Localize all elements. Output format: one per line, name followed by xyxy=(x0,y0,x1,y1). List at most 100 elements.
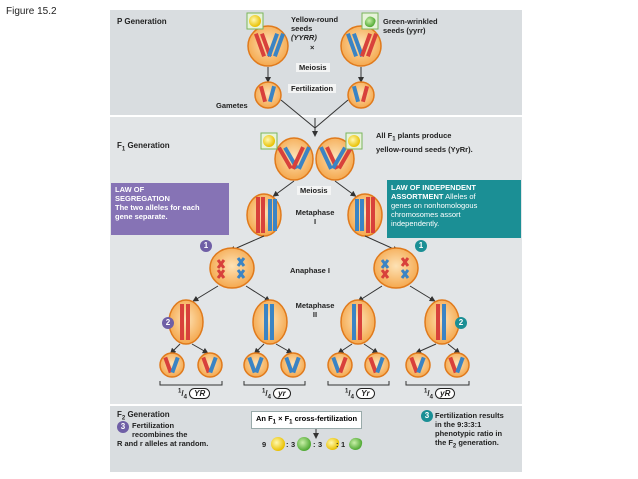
metaphase-ii-cell-2 xyxy=(252,299,288,345)
gamete-cell-yr-dominant xyxy=(254,81,282,109)
parent2-label: Green-wrinkled seeds (yyrr) xyxy=(383,17,438,35)
step-1-badge-right: 1 xyxy=(415,240,427,252)
step-1-badge-left: 1 xyxy=(200,240,212,252)
f2-left-note: Fertilization recombines the R and r all… xyxy=(117,421,208,448)
frac-num: 1 xyxy=(178,388,182,395)
metaphase-ii-cell-1 xyxy=(168,299,204,345)
cross-sub2: 1 xyxy=(289,419,293,426)
gamete-pair-4 xyxy=(405,352,470,378)
f2-title-rest: Generation xyxy=(125,410,170,419)
cross-sub1: 1 xyxy=(272,419,277,426)
parent1-line2: seeds xyxy=(291,24,313,33)
cross-symbol: × xyxy=(310,43,315,52)
meiosis-label-p: Meiosis xyxy=(296,63,330,72)
yellow-round-seed-icon xyxy=(249,15,261,27)
metaphase-ii-cell-3 xyxy=(340,299,376,345)
meiosis-label-f1: Meiosis xyxy=(297,186,331,195)
fertilization-label-p: Fertilization xyxy=(288,84,337,93)
f1-title-rest: Generation xyxy=(125,141,170,150)
gamete-type-yr-recessive: 1/4 yr xyxy=(262,388,291,401)
parent-cell-yyrr xyxy=(247,25,289,67)
parent1-label: Yellow-round seeds (YYRR) xyxy=(291,15,338,42)
gamete-type-yr-dominant: 1/4 YR xyxy=(178,388,211,401)
gamete-label: yR xyxy=(435,388,456,399)
gamete-pair-1 xyxy=(159,352,223,378)
gamete-cell-yr-recessive xyxy=(347,81,375,109)
metaphase-i-cell-left xyxy=(246,193,282,237)
f1-note-b: plants produce xyxy=(395,131,452,140)
ratio-green-wrinkled-icon xyxy=(349,437,363,450)
green-wrinkled-seed-icon xyxy=(364,16,376,28)
cross-end: cross-fertilization xyxy=(292,414,358,423)
f1-note-sub: 1 xyxy=(392,136,396,143)
law-seg-title1: LAW OF xyxy=(115,185,145,194)
f1-note: All F1 plants produce yellow-round seeds… xyxy=(376,131,473,154)
parent2-line2: seeds (yyrr) xyxy=(383,26,426,35)
metaphase-i-numeral: I xyxy=(313,217,317,226)
anaphase-i-cell-left xyxy=(209,247,255,289)
ratio-colon-1: : xyxy=(286,440,289,449)
f2-left-line1: Fertilization xyxy=(132,421,175,430)
f1-generation-title: F1 Generation xyxy=(117,141,170,153)
f1-yellow-seed-icon-2 xyxy=(348,135,360,147)
f2-left-line3: R and r alleles at random. xyxy=(117,439,209,448)
ratio-green-round-icon xyxy=(297,437,311,451)
cross-mid: × F xyxy=(276,414,290,423)
ratio-yellow-round-icon xyxy=(271,437,285,451)
frac-num: 1 xyxy=(262,388,266,395)
metaphase-ii-label: Metaphase II xyxy=(291,301,339,319)
metaphase-ii-numeral: II xyxy=(312,310,318,319)
gametes-label: Gametes xyxy=(216,101,248,110)
f2-right-sub: 2 xyxy=(452,443,457,450)
ratio-1: 1 xyxy=(341,440,346,449)
gamete-pair-3 xyxy=(327,352,390,378)
metaphase-i-cell-right xyxy=(347,193,383,237)
law-ind-title2: ASSORTMENT xyxy=(391,192,444,201)
ratio-3a: 3 xyxy=(291,440,296,449)
metaphase-i-label: Metaphase I xyxy=(291,208,339,226)
gamete-label: Yr xyxy=(356,388,375,399)
law-seg-body2: gene separate. xyxy=(115,212,168,221)
gamete-pair-2 xyxy=(243,352,306,378)
frac-num: 1 xyxy=(345,388,349,395)
parent1-line1: Yellow-round xyxy=(291,15,339,24)
f1-title-f: F xyxy=(117,141,122,150)
f1-yellow-seed-icon xyxy=(263,135,275,147)
anaphase-i-cell-right xyxy=(373,247,419,289)
law-seg-body1: The two alleles for each xyxy=(115,203,200,212)
f1-note-a: All F xyxy=(376,131,393,140)
f2-left-line2: recombines the xyxy=(132,430,188,439)
metaphase-ii-word: Metaphase xyxy=(295,301,335,310)
f2-title-sub: 2 xyxy=(121,415,126,422)
f2-right-note: Fertilization results in the 9:3:3:1 phe… xyxy=(435,411,504,452)
frac-num: 1 xyxy=(424,388,428,395)
gamete-label: YR xyxy=(189,388,211,399)
ratio-colon-2: : xyxy=(313,440,316,449)
cross-a: An F xyxy=(256,414,273,423)
f2-right-line1: Fertilization results xyxy=(435,411,504,420)
f2-title-f: F xyxy=(117,410,122,419)
law-of-segregation-box: LAW OF SEGREGATION The two alleles for e… xyxy=(111,183,229,235)
gamete-label: yr xyxy=(273,388,291,399)
f2-right-line4: the F xyxy=(435,438,453,447)
step-3-badge-right: 3 xyxy=(421,410,433,422)
frac-den: 4 xyxy=(267,394,271,401)
p-generation-band xyxy=(110,10,522,115)
f2-right-line3: phenotypic ratio in xyxy=(435,429,503,438)
f2-right-line4-end: generation. xyxy=(456,438,499,447)
f1-title-sub: 1 xyxy=(121,146,126,153)
ratio-colon-3: : xyxy=(336,440,339,449)
parent-cell-yyrr-green xyxy=(340,25,382,67)
parent2-line1: Green-wrinkled xyxy=(383,17,438,26)
f1-cell-left xyxy=(274,137,314,181)
law-seg-title2: SEGREGATION xyxy=(115,194,170,203)
figure-label: Figure 15.2 xyxy=(6,6,57,17)
parent1-genotype: (YYRR) xyxy=(291,33,317,42)
step-2-badge-right: 2 xyxy=(455,317,467,329)
p-generation-title: P Generation xyxy=(117,17,167,26)
ratio-9: 9 xyxy=(262,440,267,449)
f2-generation-title: F2 Generation xyxy=(117,410,170,422)
f1-cross-label: An F1 × F1 cross-fertilization xyxy=(251,411,363,429)
gamete-type-y-dominant-r-recessive: 1/4 Yr xyxy=(345,388,375,401)
gamete-type-y-recessive-r-dominant: 1/4 yR xyxy=(424,388,456,401)
